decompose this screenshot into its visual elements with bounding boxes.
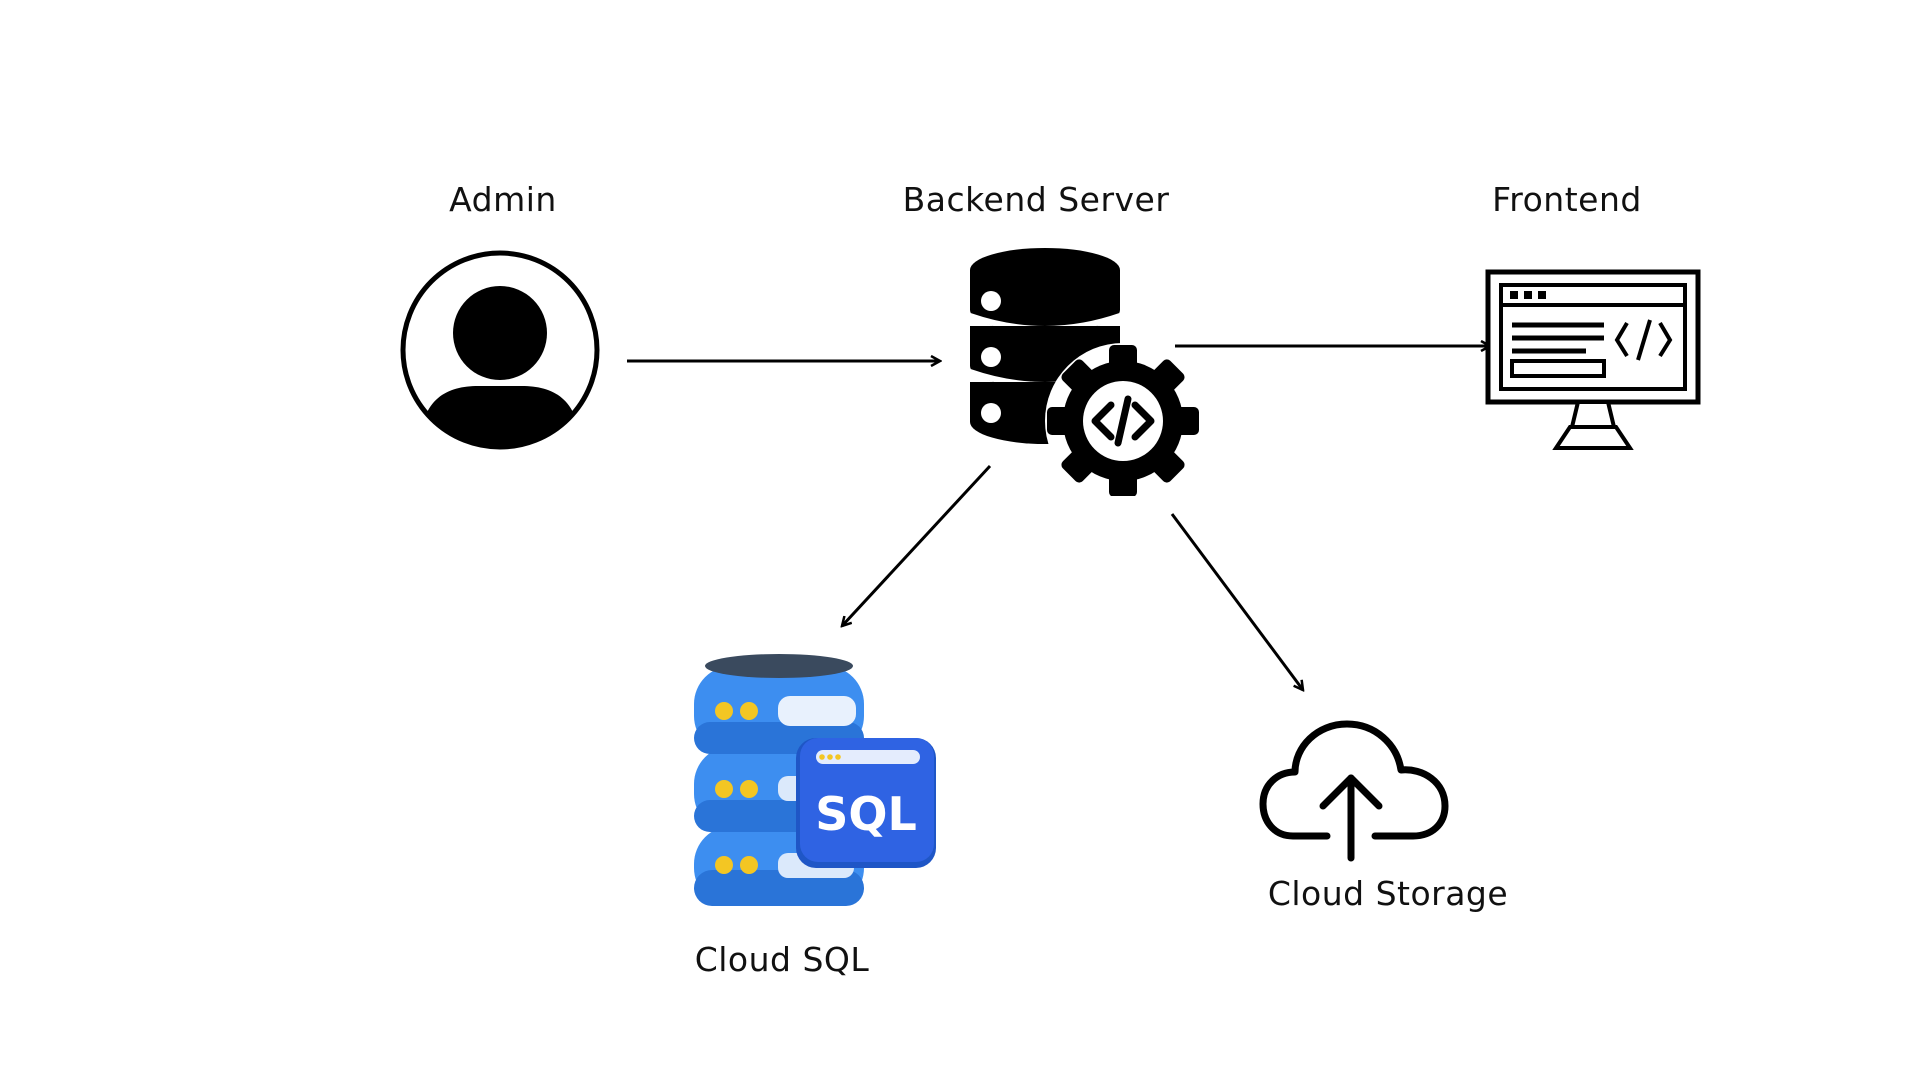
sql-badge-text: SQL (815, 787, 917, 841)
cloud-sql-label: Cloud SQL (694, 940, 870, 979)
cloud-storage-label: Cloud Storage (1267, 874, 1509, 913)
admin-label: Admin (449, 180, 557, 219)
frontend-label: Frontend (1492, 180, 1642, 219)
arrow-backend-to-cloud-storage (1170, 513, 1303, 690)
backend-server-label: Backend Server (902, 180, 1170, 219)
sql-database-icon: SQL (690, 650, 940, 915)
monitor-code-icon (1484, 268, 1704, 454)
database-gear-code-icon (965, 246, 1205, 496)
cloud-upload-icon (1257, 708, 1453, 864)
user-avatar-icon (398, 248, 602, 452)
